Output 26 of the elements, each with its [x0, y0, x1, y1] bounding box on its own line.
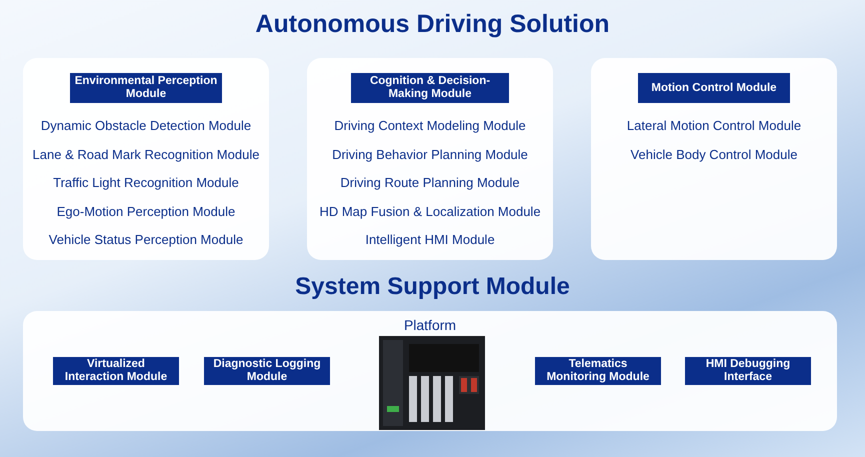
module-heading-box: Environmental Perception Module	[70, 73, 222, 103]
module-heading-box: Diagnostic Logging Module	[204, 357, 330, 385]
module-card	[591, 58, 837, 260]
module-heading-box: Motion Control Module	[638, 73, 790, 103]
module-name: Dynamic Obstacle Detection Module	[40, 118, 252, 133]
module-name: Lane & Road Mark Recognition Module	[32, 146, 260, 162]
platform-panel	[23, 311, 837, 431]
module-name: HD Map Fusion & Localization Module	[319, 204, 541, 218]
module-heading-box: Telematics Monitoring Module	[535, 357, 661, 385]
module-heading-box: HMI Debugging Interface	[685, 357, 811, 385]
section-heading: System Support Module	[295, 273, 570, 301]
module-name: Traffic Light Recognition Module	[53, 175, 239, 190]
page-title: Autonomous Driving Solution	[255, 10, 610, 39]
module-name: Ego-Motion Perception Module	[56, 204, 236, 218]
module-card	[23, 58, 269, 260]
platform-title: Platform	[404, 317, 456, 333]
module-heading-box: Cognition & Decision-Making Module	[351, 73, 509, 103]
module-name: Driving Route Planning Module	[340, 175, 520, 190]
module-name: Vehicle Status Perception Module	[48, 232, 244, 247]
module-heading-box: Virtualized Interaction Module	[53, 357, 179, 385]
module-name: Driving Behavior Planning Module	[332, 146, 528, 162]
module-name: Intelligent HMI Module	[365, 232, 495, 247]
module-name: Lateral Motion Control Module	[626, 118, 802, 133]
module-name: Vehicle Body Control Module	[630, 146, 798, 162]
module-name: Driving Context Modeling Module	[334, 118, 526, 133]
module-card	[307, 58, 553, 260]
